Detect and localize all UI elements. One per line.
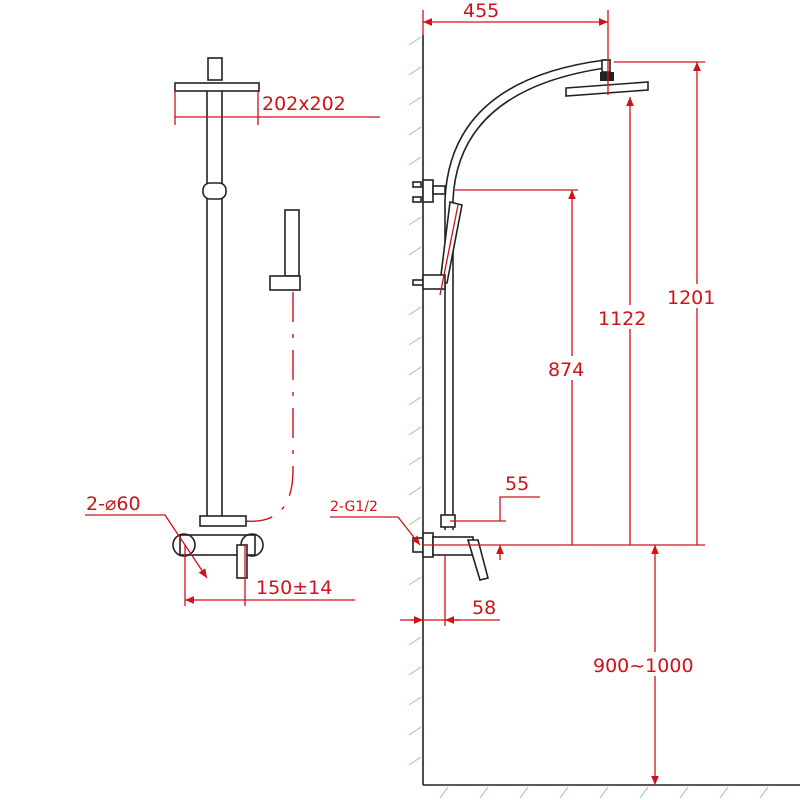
upper-bracket-arm	[432, 185, 446, 195]
bracket-height-label: 874	[548, 359, 584, 381]
head-size-label: 202x202	[262, 93, 346, 115]
label-bg	[596, 305, 644, 329]
lower-holder	[422, 274, 446, 290]
install-height-label: 900~1000	[593, 655, 694, 677]
outlet-offset-label: 55	[505, 473, 529, 495]
inlet-cover-left	[172, 533, 196, 557]
hole-label: 2-⌀60	[86, 493, 141, 515]
inlet-label: 2-G1/2	[330, 499, 378, 515]
head-swivel	[600, 72, 614, 81]
wall-offset-label: 58	[472, 597, 496, 619]
mixer-body-side	[432, 536, 474, 556]
shower-head-side	[565, 81, 649, 97]
spacing-label: 150±14	[256, 577, 332, 599]
mixer-lever	[236, 544, 248, 579]
inlet-leader	[330, 516, 421, 546]
hand-shower-axis	[439, 204, 459, 296]
hand-shower-holder	[269, 275, 301, 291]
slide-holder	[202, 182, 227, 200]
upper-wall-bracket	[422, 179, 434, 203]
label-bg	[546, 356, 584, 380]
outlet-connector	[199, 515, 247, 527]
total-height-label: 1201	[667, 287, 715, 309]
head-connector	[207, 57, 223, 81]
hose	[244, 292, 294, 522]
inlet-nut	[412, 537, 424, 553]
outlet-offset-leader	[499, 496, 540, 521]
front-view: 202x202 2-⌀60 150±14	[85, 57, 380, 606]
head-height-label: 1122	[598, 308, 646, 330]
arm-end	[601, 59, 611, 73]
label-bg	[665, 284, 713, 308]
side-view: 455 1201 1122 874 55 2-G1/2 58	[330, 0, 800, 799]
mixer-lever-side	[466, 539, 489, 581]
bracket-bolt	[412, 196, 422, 203]
wall-hatch	[408, 36, 769, 799]
reach-label: 455	[463, 0, 499, 22]
riser-pipe-outer	[444, 59, 610, 530]
bracket-bolt	[412, 181, 422, 188]
shower-head	[174, 82, 260, 92]
hand-shower	[284, 209, 300, 277]
riser-pipe-inner	[452, 67, 610, 530]
label-bg	[592, 652, 692, 676]
hole-leader	[85, 514, 208, 579]
bracket-bolt	[412, 279, 424, 286]
